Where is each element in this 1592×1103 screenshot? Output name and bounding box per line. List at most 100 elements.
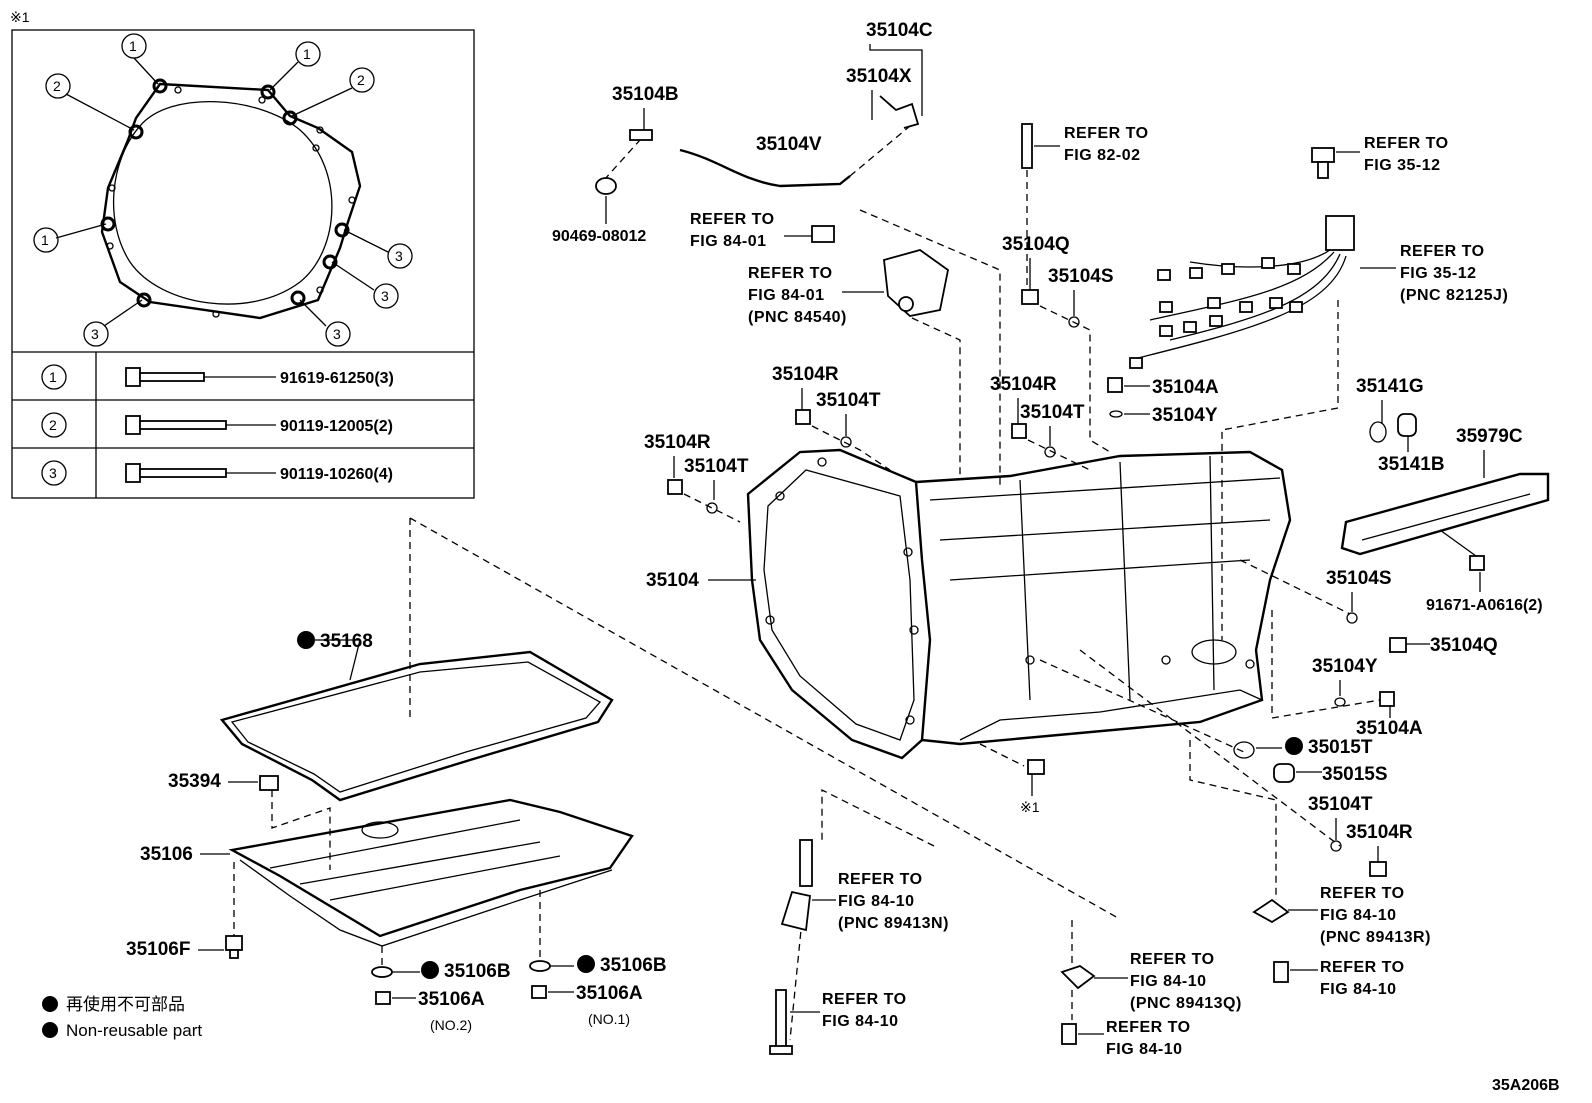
label-35104: 35104 xyxy=(646,570,699,591)
refer-fig: FIG 35-12 xyxy=(1400,265,1477,282)
label-35104R-c: 35104R xyxy=(990,374,1057,395)
callout-2: 2 xyxy=(357,72,365,88)
bolt-part-3: 90119-10260(4) xyxy=(280,466,393,483)
refer-fig: FIG 84-10 xyxy=(1130,973,1207,990)
part-35394 xyxy=(259,775,279,791)
bellhousing-gasket xyxy=(100,82,362,320)
refer-fig: FIG 84-10 xyxy=(838,893,915,910)
refer-text: REFER TO xyxy=(1364,135,1449,152)
callout-3: 3 xyxy=(333,326,341,342)
position-switch xyxy=(883,249,949,317)
refer-fig-35-12-a: REFER TO FIG 35-12 xyxy=(1311,135,1449,179)
refer-text: REFER TO xyxy=(748,265,833,282)
refer-text: REFER TO xyxy=(1130,951,1215,968)
label-35106B-2: 35106B xyxy=(444,961,511,982)
cooler-tube-group: 35104C 35104X 35104B 35104V 90469-08012 xyxy=(552,20,1001,486)
inset-callouts: 1 1 2 2 1 3 3 3 3 xyxy=(33,33,413,347)
refer-fig: FIG 82-02 xyxy=(1064,147,1141,164)
bolt-table: 1 91619-61250(3) 2 90119-12005(2) 3 9011… xyxy=(41,364,394,486)
oil-pan-gasket xyxy=(219,650,614,802)
refer-fig: FIG 84-10 xyxy=(1106,1041,1183,1058)
label-35141G: 35141G xyxy=(1356,376,1424,397)
refer-text: REFER TO xyxy=(1106,1019,1191,1036)
callout-2: 2 xyxy=(53,78,61,94)
callout-1: 1 xyxy=(129,38,137,54)
label-35104B: 35104B xyxy=(612,84,679,105)
bolt-part-1: 91619-61250(3) xyxy=(280,370,394,387)
label-35015T: 35015T xyxy=(1308,737,1373,758)
callout-1: 1 xyxy=(41,232,49,248)
label-no2: (NO.2) xyxy=(430,1017,472,1033)
label-35394: 35394 xyxy=(168,771,221,792)
callout-1: 1 xyxy=(303,46,311,62)
label-35104R-a: 35104R xyxy=(772,364,839,385)
callout-3: 3 xyxy=(381,288,389,304)
refer-text: REFER TO xyxy=(690,211,775,228)
label-35104T-c: 35104T xyxy=(1020,402,1085,423)
right-side-parts: 35141G 35141B 35979C 91671-A0616(2) 3510… xyxy=(1039,376,1550,900)
label-35104A-top: 35104A xyxy=(1152,377,1219,398)
inset-frame xyxy=(11,29,475,499)
refer-pnc: (PNC 84540) xyxy=(748,309,847,326)
legend-jp: 再使用不可部品 xyxy=(66,994,185,1014)
oil-pan xyxy=(228,798,634,938)
refer-blocks: REFER TO FIG 84-01 REFER TO FIG 84-01 (P… xyxy=(690,123,1508,640)
label-35104Q-top: 35104Q xyxy=(1002,234,1070,255)
refer-pnc: (PNC 82125J) xyxy=(1400,287,1508,304)
table-num-1: 1 xyxy=(49,369,57,385)
table-num-3: 3 xyxy=(49,465,57,481)
refer-fig: FIG 35-12 xyxy=(1364,157,1441,174)
refer-text: REFER TO xyxy=(1320,959,1405,976)
label-35015S: 35015S xyxy=(1322,764,1388,785)
label-35104Q-r: 35104Q xyxy=(1430,635,1498,656)
inset-panel: ※1 1 1 2 2 xyxy=(10,9,475,499)
speed-sensor-n xyxy=(799,839,813,887)
label-35106: 35106 xyxy=(140,844,193,865)
refer-text: REFER TO xyxy=(1400,243,1485,260)
label-35168: 35168 xyxy=(320,631,373,652)
refer-pnc: (PNC 89413R) xyxy=(1320,929,1431,946)
label-91671-A0616: 91671-A0616(2) xyxy=(1426,597,1543,614)
label-35104T-b: 35104T xyxy=(684,456,749,477)
label-35106A-no1: 35106A xyxy=(576,983,643,1004)
transmission-case xyxy=(746,448,1292,760)
callout-3: 3 xyxy=(91,326,99,342)
label-35106F: 35106F xyxy=(126,939,190,960)
inset-marker: ※1 xyxy=(10,9,30,25)
refer-fig: FIG 84-01 xyxy=(690,233,767,250)
refer-fig-84-01-b: REFER TO FIG 84-01 (PNC 84540) xyxy=(748,249,961,480)
label-35104S-top: 35104S xyxy=(1048,266,1114,287)
label-35141B: 35141B xyxy=(1378,454,1445,475)
refer-text: REFER TO xyxy=(822,991,907,1008)
label-35104V: 35104V xyxy=(756,134,822,155)
oil-strainer-bracket xyxy=(1340,472,1550,556)
bolt-part-2: 90119-12005(2) xyxy=(280,418,393,435)
refer-text: REFER TO xyxy=(1320,885,1405,902)
label-90469-08012: 90469-08012 xyxy=(552,228,646,245)
marker-1: ※1 xyxy=(1020,799,1040,815)
label-35104Y-top: 35104Y xyxy=(1152,405,1218,426)
refer-pnc: (PNC 89413Q) xyxy=(1130,995,1242,1012)
refer-fig-82-02: REFER TO FIG 82-02 xyxy=(1021,123,1148,290)
bell-housing xyxy=(746,448,932,760)
refer-fig: FIG 84-01 xyxy=(748,287,825,304)
refer-fig-84-01-a: REFER TO FIG 84-01 xyxy=(690,211,835,250)
cooler-tube xyxy=(679,148,851,188)
refer-pnc: (PNC 89413N) xyxy=(838,915,949,932)
label-no1: (NO.1) xyxy=(588,1011,630,1027)
refer-text: REFER TO xyxy=(838,871,923,888)
legend: 再使用不可部品 Non-reusable part xyxy=(42,994,202,1040)
refer-fig-35-12-b: REFER TO FIG 35-12 (PNC 82125J) xyxy=(1129,215,1508,640)
label-35104R-b: 35104R xyxy=(644,432,711,453)
label-35104Y-r: 35104Y xyxy=(1312,656,1378,677)
label-35106B-1: 35106B xyxy=(600,955,667,976)
refer-fig: FIG 84-10 xyxy=(1320,981,1397,998)
oil-pan-group: 35168 35394 35106 35106F 35106B 35106B 3… xyxy=(126,517,1119,1033)
label-35979C: 35979C xyxy=(1456,426,1523,447)
harness-connector xyxy=(1325,215,1355,251)
drawing-code: 35A206B xyxy=(1492,1077,1560,1094)
refer-fig: FIG 84-10 xyxy=(1320,907,1397,924)
upper-fasteners: 35104Q 35104S 35104R 35104T 35104R 35104… xyxy=(644,234,1219,523)
